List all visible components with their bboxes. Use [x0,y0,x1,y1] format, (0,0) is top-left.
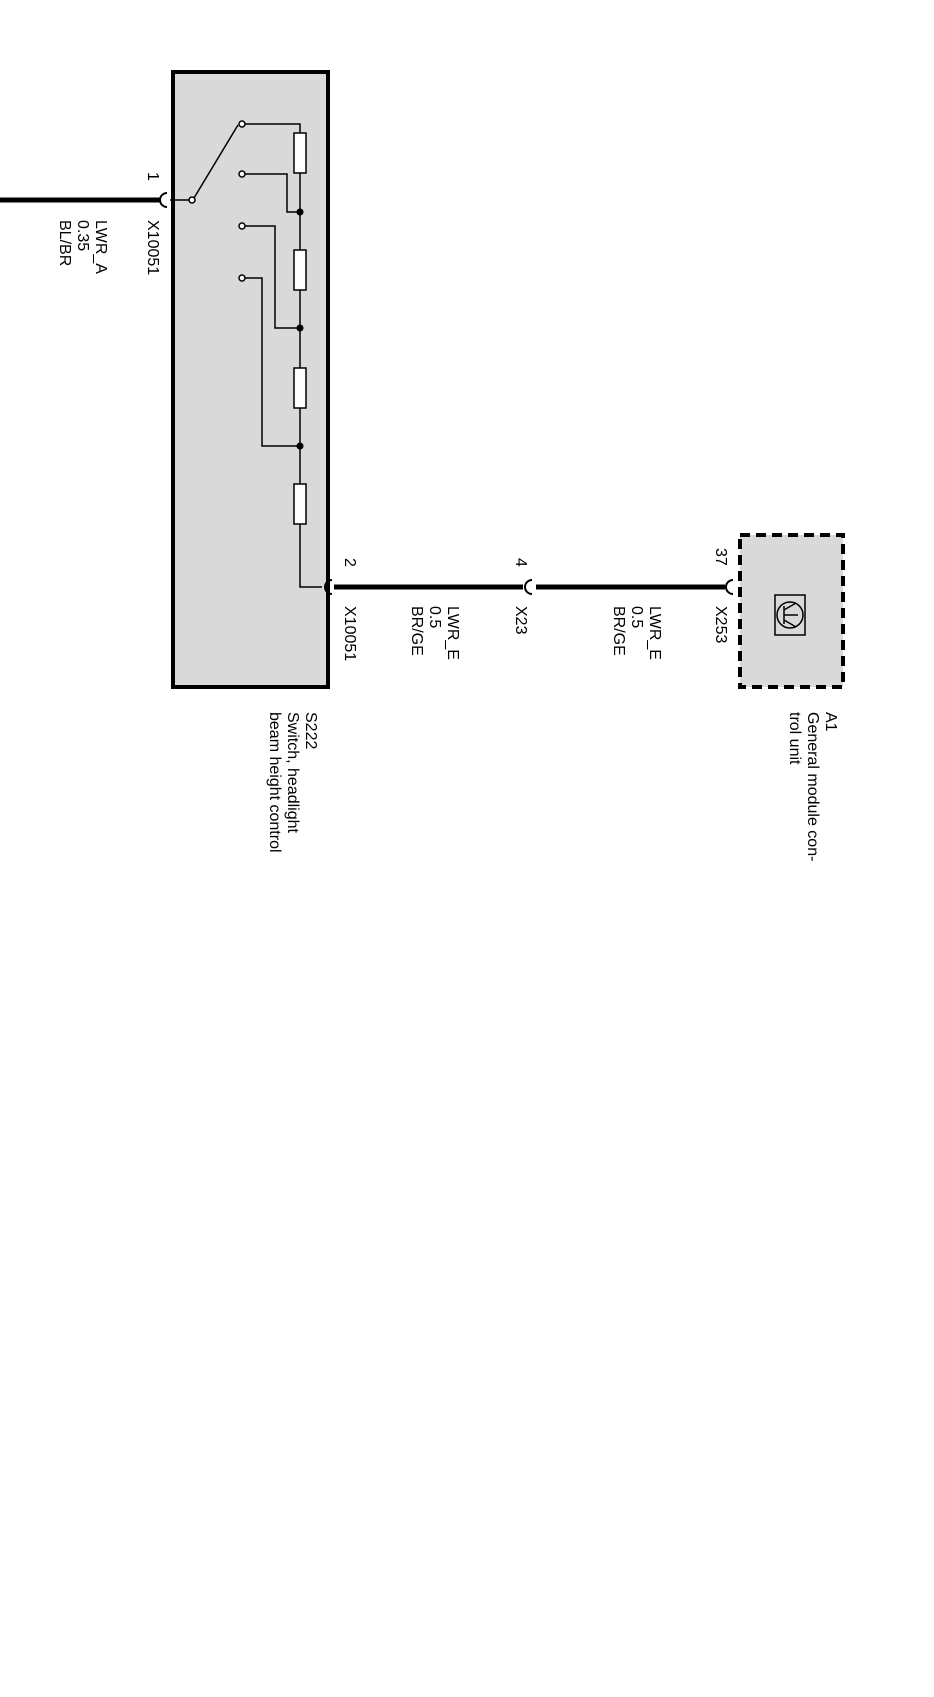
transistor-icon [774,594,806,636]
resistor-1 [293,132,307,174]
connector-x10051-pin1-symbol [159,192,168,208]
component-id-s222: S222 [302,712,319,749]
wire-lwr-a-name: LWR_A [92,220,109,274]
component-desc-s222-line1: Switch, headlight [284,712,301,834]
a1-module-box [738,533,845,689]
wire-lwr-e-2-gauge: 0.5 [628,606,645,628]
wire-lwr-e-2-name: LWR_E [646,606,663,660]
pin-number-1: 1 [144,172,161,181]
component-desc-a1-line1: General module con- [804,712,821,861]
connector-label-x10051-pin1: X10051 [144,220,161,275]
resistor-2 [293,249,307,291]
wire-lwr-a-gauge: 0.35 [74,220,91,251]
connector-x253-symbol [725,579,734,595]
connector-label-x253: X253 [712,606,729,643]
pin-number-4: 4 [512,558,529,567]
connector-x10051-pin2-symbol [324,579,333,595]
s222-internal-circuit [170,120,322,588]
resistor-3 [293,367,307,409]
component-desc-a1-line2: trol unit [786,712,803,765]
connector-label-x23: X23 [512,606,529,635]
component-id-a1: A1 [822,712,839,732]
wire-lwr-e-1-gauge: 0.5 [426,606,443,628]
wire-lwr-e-1-name: LWR_E [444,606,461,660]
pin-number-2: 2 [341,558,358,567]
connector-label-x10051-pin2: X10051 [341,606,358,661]
wire-lwr-a-color: BL/BR [56,220,73,266]
wire-lwr-e-1-color: BR/GE [408,606,425,656]
resistor-4 [293,483,307,525]
wire-lwr-e-2-color: BR/GE [610,606,627,656]
connector-x23-symbol [524,579,533,595]
switch-wiper [193,124,239,199]
pin-number-37: 37 [712,548,729,566]
component-desc-s222-line2: beam height control [266,712,283,853]
